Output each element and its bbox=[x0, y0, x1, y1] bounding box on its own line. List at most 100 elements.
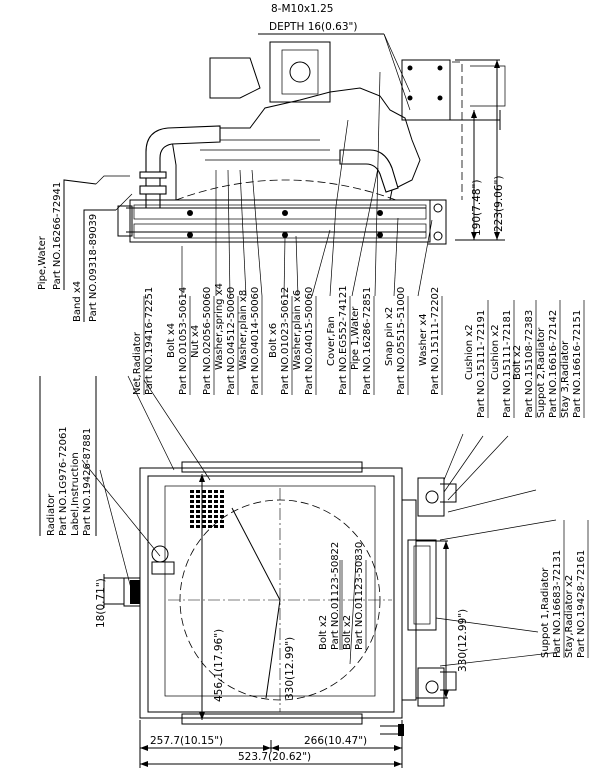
label-net-radiator: Net,Radiator bbox=[132, 331, 143, 395]
net-cell bbox=[208, 515, 212, 518]
label-pipe1-water: Pipe 1,Water bbox=[350, 306, 361, 370]
label-stay3-part: Part NO.16616-72151 bbox=[572, 310, 583, 418]
label-pipe-water-part: Part NO.16266-72941 bbox=[52, 182, 63, 290]
dim-330-right: 330(12.99") bbox=[457, 609, 469, 672]
label-bolt-x6-part: Part NO.01023-50612 bbox=[280, 287, 291, 395]
dim-330-diag: 330(12.99") bbox=[284, 637, 296, 700]
net-cell bbox=[214, 525, 218, 528]
label-pipe1-water-part: Part NO.16286-72851 bbox=[362, 287, 373, 395]
net-cell bbox=[214, 515, 218, 518]
label-washer-plain-x6-part: Part NO.04015-50060 bbox=[304, 287, 315, 395]
label-cushion-x2-a-part: Part NO.15111-72191 bbox=[476, 310, 487, 418]
net-cell bbox=[208, 520, 212, 523]
label-nut-x4: Nut x4 bbox=[190, 325, 201, 358]
net-cell bbox=[190, 520, 194, 523]
net-cell bbox=[202, 525, 206, 528]
label-washer-plain-x8: Washer,plain x8 bbox=[238, 290, 249, 370]
label-washer-x4-part: Part NO.15111-72202 bbox=[430, 287, 441, 395]
label-band-part: Part NO.09318-89039 bbox=[88, 214, 99, 322]
net-cell bbox=[202, 500, 206, 503]
label-snap-pin: Snap pin x2 bbox=[384, 307, 395, 366]
net-cell bbox=[196, 490, 200, 493]
label-cover-fan-part: Part NO.EG552-74121 bbox=[338, 285, 349, 395]
label-bolt-x2-r-part: Part NO.15108-72383 bbox=[524, 310, 535, 418]
label-snap-pin-part: Part NO.05515-51000 bbox=[396, 287, 407, 395]
radiator-net bbox=[190, 490, 224, 528]
thread-spec: 8-M10x1.25 bbox=[271, 3, 333, 15]
label-net-radiator-part: Part NO.19416-72251 bbox=[144, 287, 155, 395]
label-cushion-x2-a: Cushion x2 bbox=[464, 324, 475, 380]
label-bolt-x2-r: Bolt x2 bbox=[512, 345, 523, 380]
bottom-view bbox=[81, 375, 561, 768]
net-cell bbox=[202, 505, 206, 508]
label-pipe-water: Pipe,Water bbox=[37, 235, 48, 290]
net-cell bbox=[208, 510, 212, 513]
net-cell bbox=[196, 515, 200, 518]
label-washer-spring: Washer,spring x4 bbox=[214, 283, 225, 370]
net-cell bbox=[220, 525, 224, 528]
net-cell bbox=[196, 495, 200, 498]
dim-523: 523.7(20.62") bbox=[238, 751, 311, 763]
net-cell bbox=[196, 510, 200, 513]
label-stay3: Stay 3,Radiator bbox=[560, 340, 571, 418]
net-cell bbox=[214, 505, 218, 508]
net-cell bbox=[196, 525, 200, 528]
label-cushion-x2-b-part: Part NO.15111-72181 bbox=[502, 310, 513, 418]
label-bolt-x4-part: Part NO.01053-50614 bbox=[178, 287, 189, 395]
label-band: Band x4 bbox=[72, 281, 83, 322]
dim-456: 456.1(17.96") bbox=[213, 629, 225, 702]
net-cell bbox=[202, 510, 206, 513]
label-label-instruction: Label,Instruction bbox=[70, 452, 81, 536]
label-washer-plain-x6: Washer,plain x6 bbox=[292, 290, 303, 370]
dim-18: 18(0.71") bbox=[95, 578, 107, 628]
label-support2-part: Part NO.16616-72142 bbox=[548, 310, 559, 418]
label-support1-part: Part NO.16683-72131 bbox=[552, 550, 563, 658]
net-cell bbox=[220, 505, 224, 508]
dim-190: 190(7.48") bbox=[471, 180, 483, 236]
label-bolt-b: Bolt x2 bbox=[342, 615, 353, 650]
label-bolt-a: Bolt x2 bbox=[318, 615, 329, 650]
net-cell bbox=[190, 510, 194, 513]
dim-223: 223(9.06") bbox=[493, 176, 505, 232]
label-washer-plain-x8-part: Part NO.04014-50060 bbox=[250, 287, 261, 395]
thread-depth: DEPTH 16(0.63") bbox=[269, 21, 357, 33]
label-stay-radiator: Stay,Radiator x2 bbox=[564, 575, 575, 658]
net-cell bbox=[190, 490, 194, 493]
net-cell bbox=[220, 510, 224, 513]
label-radiator-part: Part NO.1G976-72061 bbox=[58, 426, 69, 536]
net-cell bbox=[208, 505, 212, 508]
net-cell bbox=[190, 500, 194, 503]
net-cell bbox=[208, 500, 212, 503]
net-cell bbox=[190, 495, 194, 498]
net-cell bbox=[220, 495, 224, 498]
net-cell bbox=[214, 510, 218, 513]
net-cell bbox=[196, 505, 200, 508]
label-stay-radiator-part: Part NO.19428-72161 bbox=[576, 550, 587, 658]
net-cell bbox=[220, 515, 224, 518]
net-cell bbox=[214, 520, 218, 523]
net-cell bbox=[208, 525, 212, 528]
net-cell bbox=[190, 525, 194, 528]
label-washer-spring-part: Part NO.04512-50060 bbox=[226, 287, 237, 395]
net-cell bbox=[202, 520, 206, 523]
label-label-instruction-part: Part NO.19426-87881 bbox=[82, 428, 93, 536]
net-cell bbox=[202, 515, 206, 518]
dim-257: 257.7(10.15") bbox=[150, 735, 223, 747]
net-cell bbox=[202, 495, 206, 498]
label-cover-fan: Cover,Fan bbox=[326, 316, 337, 366]
label-nut-x4-part: Part NO.02056-50060 bbox=[202, 287, 213, 395]
dim-266: 266(10.47") bbox=[304, 735, 367, 747]
label-bolt-a-part: Part NO.01123-50822 bbox=[330, 542, 341, 650]
label-bolt-x6: Bolt x6 bbox=[268, 323, 279, 358]
label-support2: Suppot 2,Radiator bbox=[536, 327, 547, 418]
net-cell bbox=[208, 490, 212, 493]
net-cell bbox=[190, 505, 194, 508]
label-bolt-b-part: Part NO.01123-50830 bbox=[354, 542, 365, 650]
label-washer-x4: Washer x4 bbox=[418, 313, 429, 366]
net-cell bbox=[190, 515, 194, 518]
net-cell bbox=[220, 490, 224, 493]
label-support1: Suppot 1,Radiator bbox=[540, 567, 551, 658]
net-cell bbox=[196, 500, 200, 503]
